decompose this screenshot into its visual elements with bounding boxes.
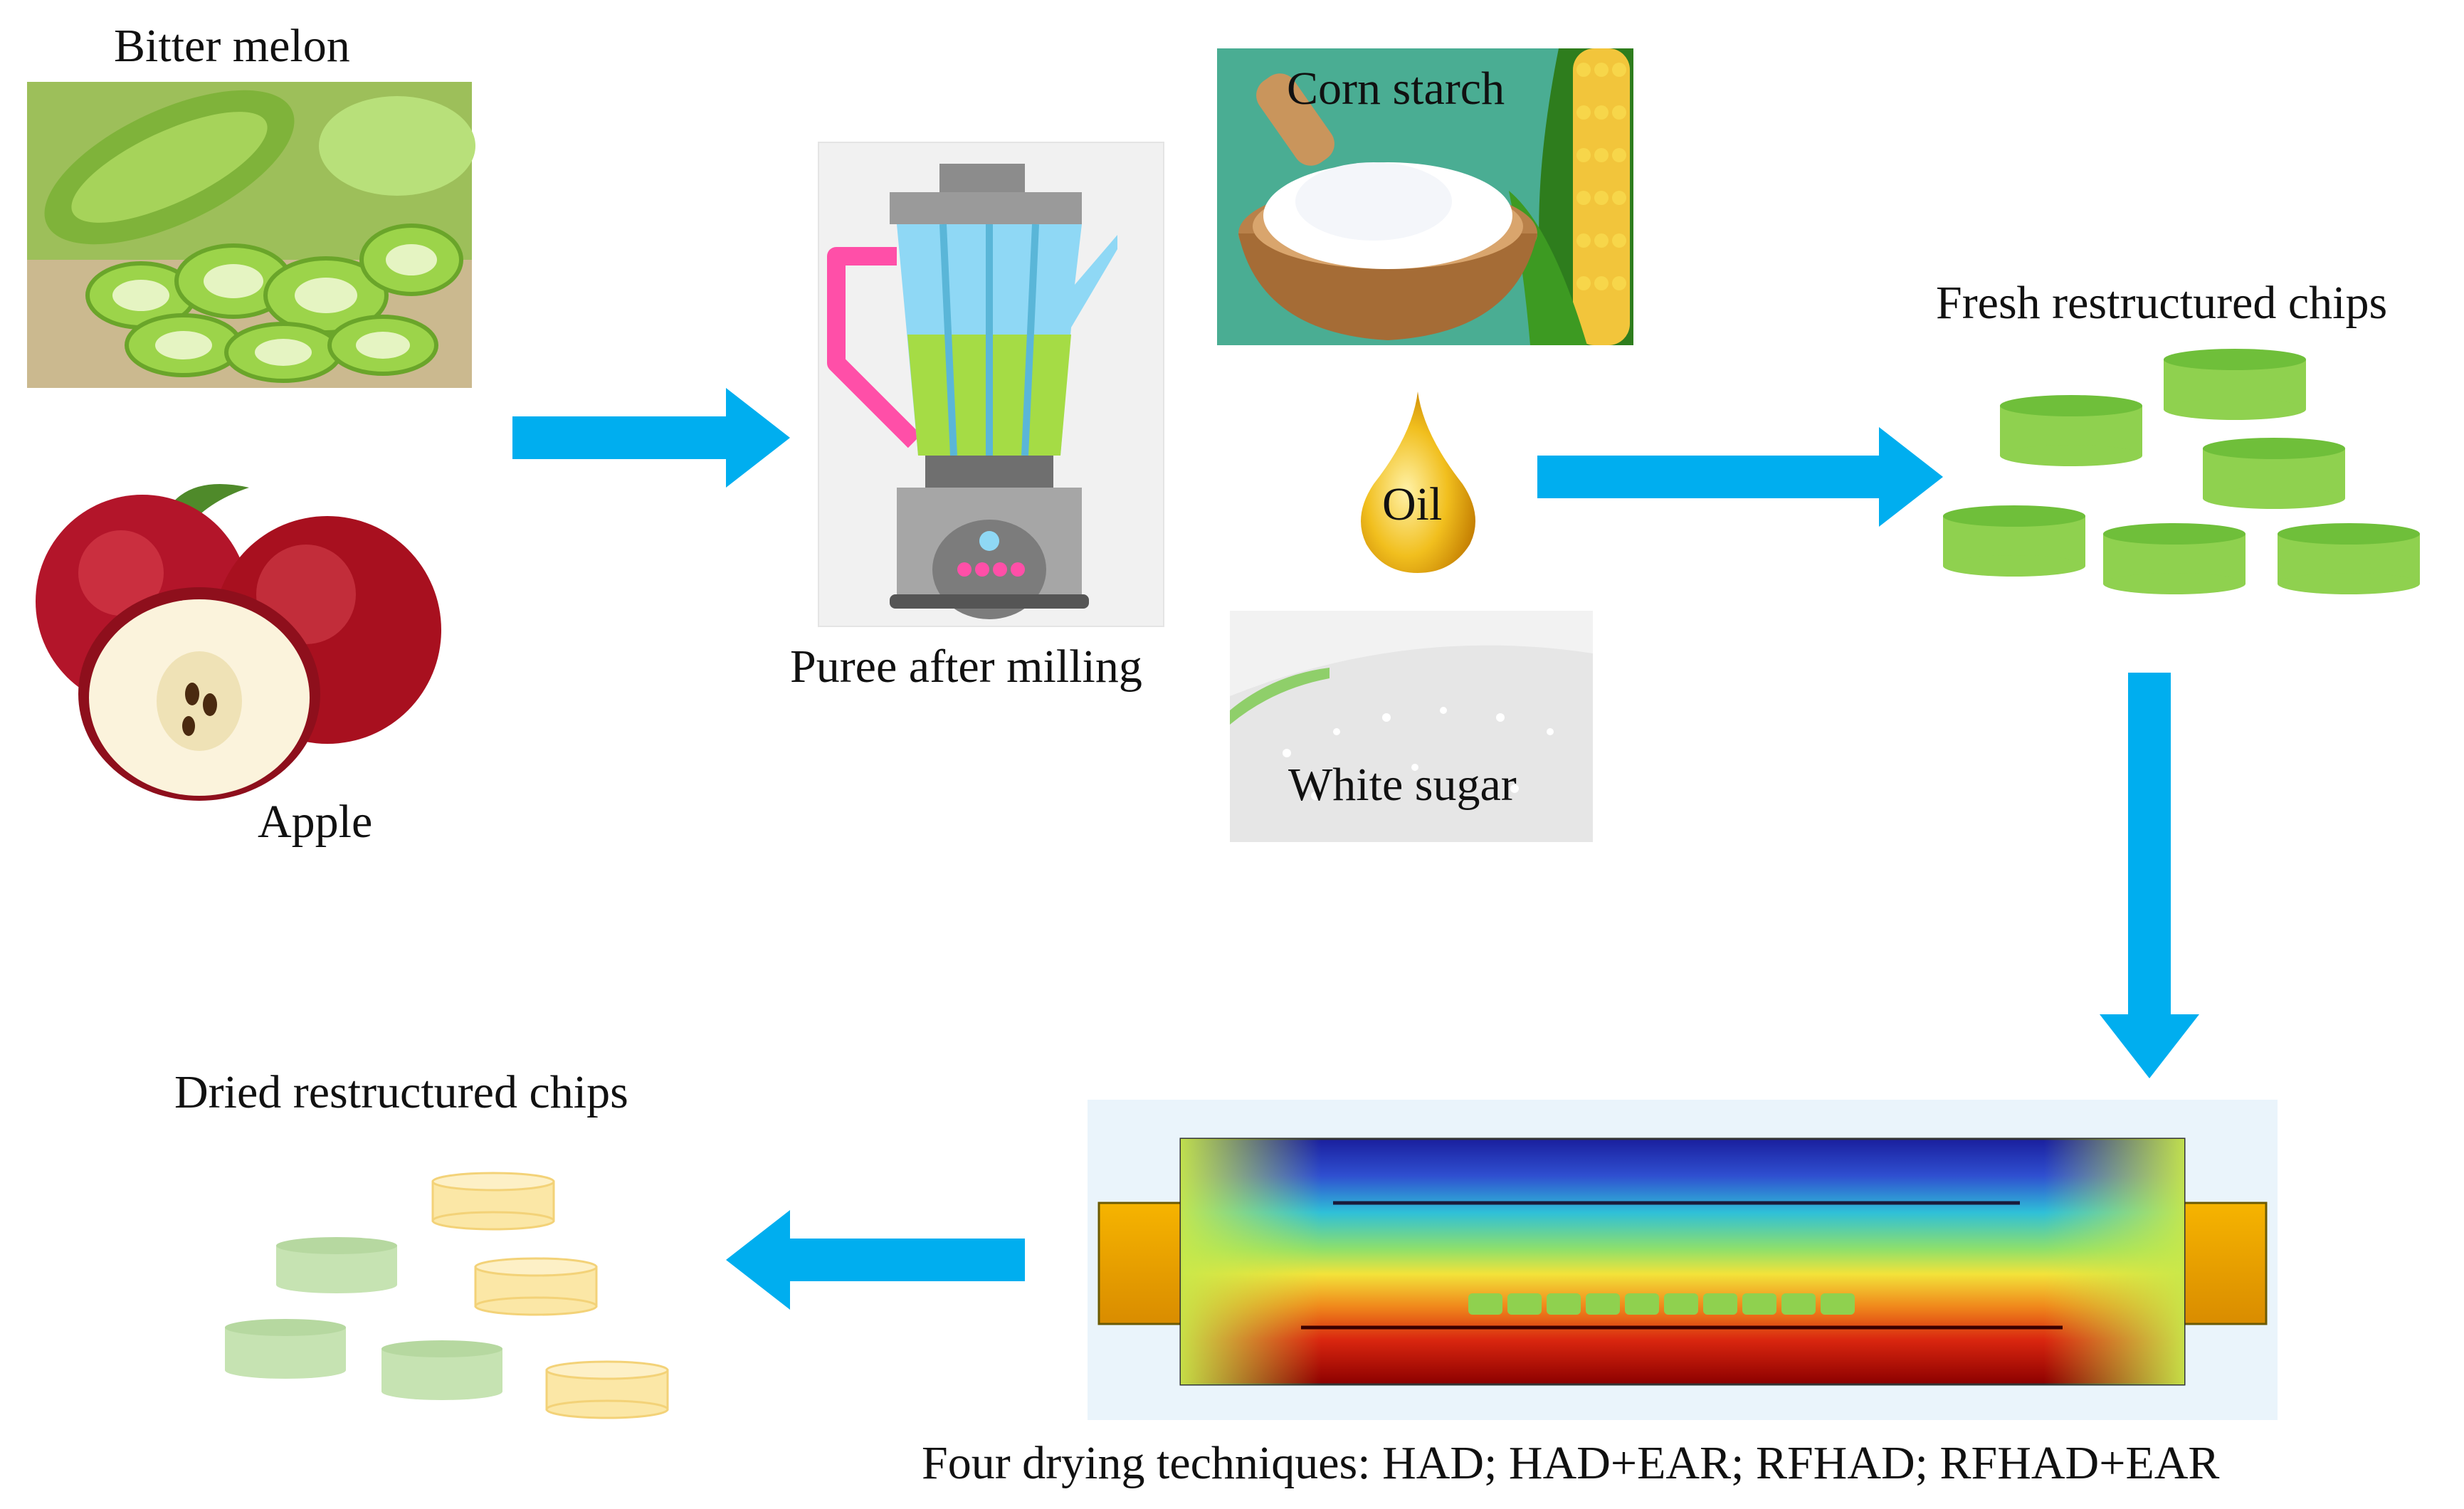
fresh-chips-label: Fresh restructured chips — [1936, 277, 2388, 329]
fresh-chip — [2164, 349, 2306, 420]
oil-label: Oil — [1382, 478, 1443, 530]
dried-chip — [276, 1237, 397, 1293]
sugar-image — [1230, 611, 1593, 842]
drying-techniques-label: Four drying techniques: HAD; HAD+EAR; RF… — [922, 1437, 2220, 1489]
corn-starch-image — [1217, 48, 1633, 345]
puree-label: Puree after milling — [790, 641, 1142, 693]
arrow-left — [726, 1210, 1025, 1310]
blender-icon — [818, 142, 1164, 627]
dried-chip — [545, 1360, 669, 1419]
arrow-down — [2100, 673, 2199, 1078]
bitter-melon-label: Bitter melon — [114, 20, 350, 72]
dried-chip — [474, 1257, 598, 1316]
fresh-chip — [2203, 438, 2345, 509]
apple-label: Apple — [258, 796, 373, 848]
apple-image — [36, 484, 441, 801]
oil-drop-icon — [1361, 391, 1475, 573]
white-sugar-label: White sugar — [1288, 759, 1517, 811]
bitter-melon-image — [27, 82, 475, 388]
dried-chip — [381, 1340, 502, 1400]
dried-chip — [431, 1172, 555, 1231]
arrow-right-1 — [512, 388, 790, 488]
fresh-chip — [2278, 523, 2420, 594]
fresh-chip — [2103, 523, 2245, 594]
dryer-temperature-field — [1088, 1100, 2278, 1420]
fresh-chips-group — [1943, 349, 2420, 594]
corn-starch-label: Corn starch — [1287, 63, 1505, 115]
fresh-chip — [2000, 395, 2142, 466]
dried-chips-label: Dried restructured chips — [174, 1066, 628, 1118]
dried-chips-group — [225, 1172, 669, 1419]
fresh-chip — [1943, 505, 2085, 577]
dried-chip — [225, 1319, 346, 1379]
arrow-right-2 — [1537, 427, 1943, 527]
